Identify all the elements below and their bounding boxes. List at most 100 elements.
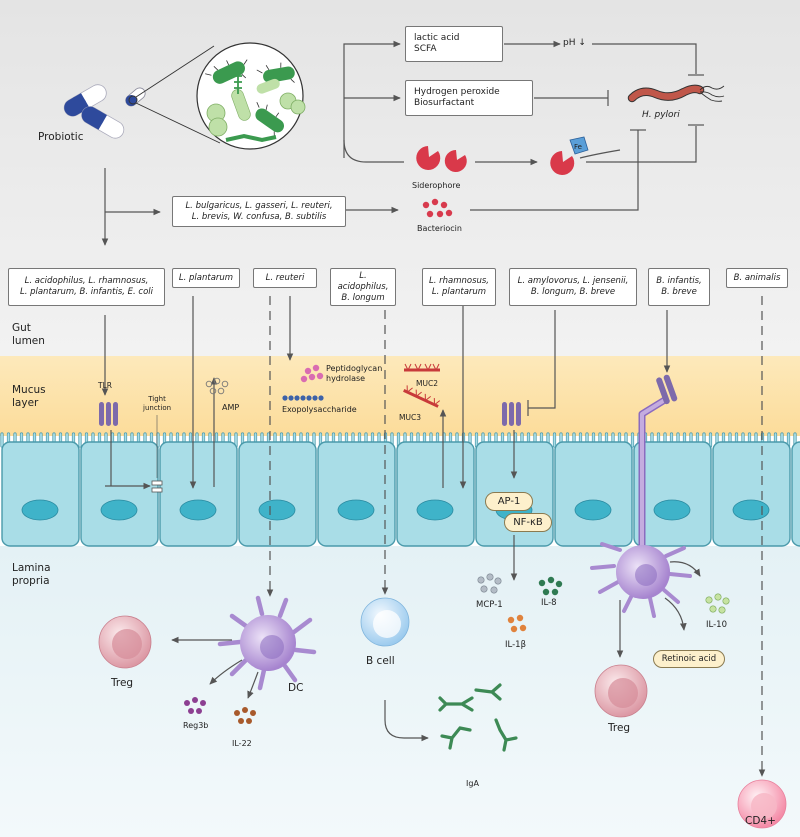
epithelial-cell — [159, 441, 238, 547]
il10-dots — [705, 593, 730, 614]
bacteriocin-strains-line-1: L. bulgaricus, L. gasseri, L. reuteri, — [185, 200, 333, 211]
mucus-layer-label: Mucus layer — [12, 384, 46, 410]
epithelial-cell — [712, 441, 791, 547]
epithelial-cell — [238, 441, 317, 547]
epithelial-cell — [791, 441, 800, 547]
mucus-layer-region — [0, 356, 800, 436]
epithelial-cell — [396, 441, 475, 547]
dc-label: DC — [288, 682, 304, 694]
gut-lumen-label-line-2: lumen — [12, 335, 45, 347]
b-cell — [360, 597, 410, 647]
strain-box-2: L. plantarum — [172, 268, 240, 288]
retinoic-acid-pill: Retinoic acid — [653, 650, 725, 668]
epithelial-nucleus — [21, 499, 59, 521]
h-pylori-label: H. pylori — [642, 110, 680, 120]
strain-box-6-line-2: B. longum, B. breve — [530, 287, 616, 297]
lamina-propria-region — [0, 546, 800, 837]
tlr-receptor-2 — [502, 402, 521, 426]
mucus-layer-label-line-1: Mucus — [12, 384, 46, 396]
treg-right-label: Treg — [608, 722, 631, 734]
strain-arrows — [101, 296, 766, 777]
epithelial-nucleus — [100, 499, 138, 521]
il1b-label: IL-1β — [505, 640, 526, 650]
bacteria-magnifier — [135, 42, 306, 150]
strain-box-1-line-1: L. acidophilus, L. rhamnosus, — [24, 276, 149, 286]
bacteriocin-strains-box: L. bulgaricus, L. gasseri, L. reuteri, L… — [172, 196, 346, 227]
epithelial-nucleus — [732, 499, 770, 521]
reg3b-label: Reg3b — [183, 721, 209, 730]
treg-left-label: Treg — [111, 677, 134, 689]
mucin-molecules — [403, 363, 441, 408]
peroxide-box: Hydrogen peroxide Biosurfactant — [405, 80, 533, 116]
il22-dots — [234, 707, 256, 724]
epithelial-cell — [317, 441, 396, 547]
epithelial-nucleus — [179, 499, 217, 521]
mcp1-dots — [477, 573, 502, 594]
il8-dots — [538, 576, 563, 596]
tlr-receptor — [99, 402, 118, 486]
gut-lumen-label-line-1: Gut — [12, 322, 31, 334]
peptidoglycan-label-line-2: hydrolase — [326, 374, 366, 383]
amp-dots — [205, 377, 229, 395]
peptidoglycan-dots — [300, 364, 324, 383]
bacteriocin-dots — [422, 198, 453, 218]
strain-box-1-line-2: L. plantarum, B. infantis, E. coli — [19, 287, 154, 297]
epithelial-nucleus — [653, 499, 691, 521]
strain-box-5-line-1: L. rhamnosus, — [428, 276, 490, 286]
amp-label: AMP — [222, 403, 240, 412]
il8-label: IL-8 — [541, 598, 557, 608]
il22-label: IL-22 — [232, 739, 252, 748]
b-cell-label: B cell — [366, 655, 395, 667]
strain-box-8: B. animalis — [726, 268, 788, 288]
peptidoglycan-label-line-1: Peptidoglycan — [326, 364, 383, 373]
strain-box-4-line-2: B. longum — [341, 292, 385, 303]
strain-box-6: L. amylovorus, L. jensenii,B. longum, B.… — [509, 268, 637, 306]
epithelial-nucleus — [258, 499, 296, 521]
tight-junction-label-line-1: Tight — [148, 395, 166, 403]
strain-box-7-line-2: B. breve — [661, 287, 697, 297]
iga-antibodies — [438, 683, 518, 752]
cd4-label: CD4+ — [745, 815, 776, 827]
treg-cell-left — [98, 615, 152, 669]
strain-box-6-line-1: L. amylovorus, L. jensenii, — [517, 276, 629, 286]
bacteriocin-strains-line-2: L. brevis, W. confusa, B. subtilis — [191, 211, 327, 222]
strain-box-5-line-2: L. plantarum — [431, 287, 487, 297]
fe-label: Fe — [574, 143, 582, 151]
epithelium-layer — [0, 432, 800, 547]
lamina-propria-label-line-2: propria — [12, 575, 50, 587]
biosurfactant-label: Biosurfactant — [414, 98, 475, 108]
epithelial-nucleus — [337, 499, 375, 521]
nfkb-pill: NF-κB — [504, 513, 552, 532]
reg3b-dots — [184, 697, 206, 714]
h-pylori-bacterium — [627, 84, 725, 103]
cd4-cell — [737, 779, 787, 829]
lamina-propria-label: Lamina propria — [12, 562, 51, 588]
tight-junction-icon — [151, 415, 163, 493]
tight-junction-label-line-2: junction — [143, 404, 172, 412]
strain-box-7: B. infantis,B. breve — [648, 268, 710, 306]
siderophore-label: Siderophore — [412, 181, 461, 190]
bacteriocin-label: Bacteriocin — [417, 224, 462, 233]
strain-box-3-line-1: L. reuteri — [265, 272, 305, 283]
epithelial-cell — [80, 441, 159, 547]
lactic-acid-label: lactic acid — [414, 33, 460, 43]
strain-box-3: L. reuteri — [253, 268, 317, 288]
hydrogen-peroxide-label: Hydrogen peroxide — [414, 87, 500, 97]
strain-box-4-line-1: L. acidophilus, — [337, 270, 389, 292]
peptidoglycan-label: Peptidoglycan hydrolase — [326, 364, 382, 384]
tlr-label: TLR — [98, 381, 112, 390]
acid-scfa-box: lactic acid SCFA — [405, 26, 503, 62]
ph-label: pH ↓ — [563, 38, 586, 48]
microvilli-inner — [1, 433, 796, 447]
top-pathway-arrows — [101, 40, 704, 246]
muc3-label: MUC3 — [399, 413, 421, 422]
epithelial-cell — [1, 441, 80, 547]
mucus-layer-label-line-2: layer — [12, 397, 39, 409]
probiotic-capsules — [63, 84, 146, 139]
strain-box-2-line-1: L. plantarum — [178, 272, 234, 283]
epithelial-cell — [554, 441, 633, 547]
epithelial-nucleus — [574, 499, 612, 521]
strain-box-8-line-1: B. animalis — [733, 272, 781, 283]
